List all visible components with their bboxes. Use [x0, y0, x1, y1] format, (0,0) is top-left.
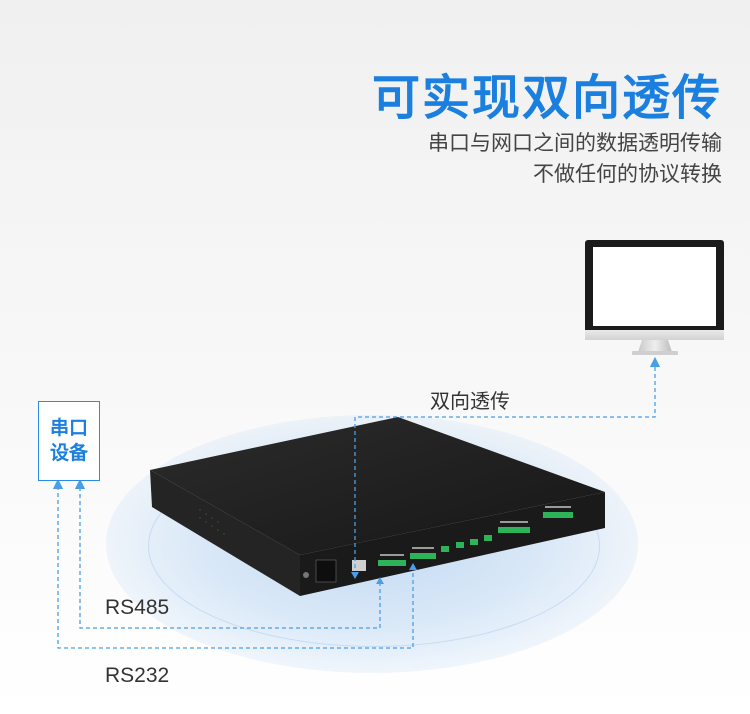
monitor-icon	[585, 240, 724, 355]
page-title: 可实现双向透传	[371, 70, 722, 126]
serial-device-box: 串口 设备	[38, 401, 100, 481]
serial-device-label-1: 串口	[49, 417, 88, 439]
bidirectional-label: 双向透传	[430, 389, 510, 413]
serial-server-device	[150, 417, 605, 596]
connection-arrowheads	[351, 563, 417, 584]
serial-device-label-2: 设备	[49, 442, 88, 464]
subtitle-line-1: 串口与网口之间的数据透明传输	[428, 131, 722, 155]
rs232-label: RS232	[105, 664, 170, 687]
connection-lines	[52, 356, 661, 649]
subtitle-line-2: 不做任何的协议转换	[533, 162, 722, 186]
rs485-label: RS485	[105, 596, 170, 619]
